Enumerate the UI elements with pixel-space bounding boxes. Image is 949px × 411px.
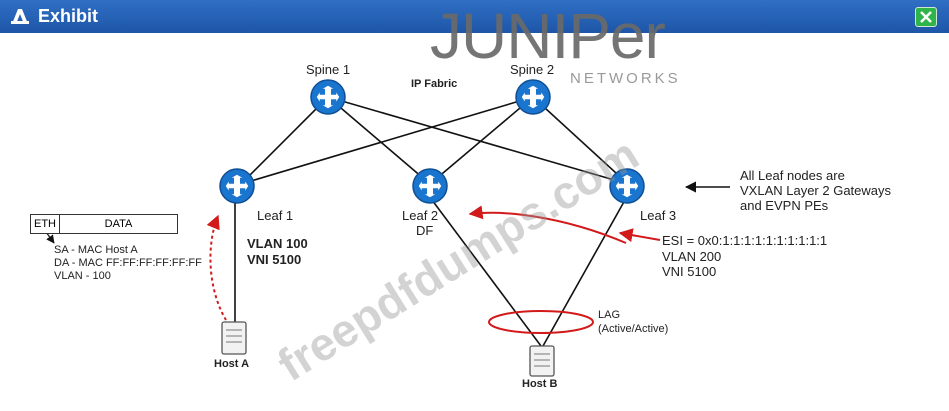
- link-spine1-leaf3: [327, 96, 629, 185]
- link-spine2-leaf2: [429, 96, 534, 185]
- gateway-note-line1: All Leaf nodes are: [740, 168, 845, 183]
- window-title: Exhibit: [38, 6, 99, 26]
- frame-sa-line: SA - MAC Host A: [54, 244, 138, 256]
- gateway-note-line3: and EVPN PEs: [740, 198, 829, 213]
- esi-vlan-label: VLAN 200: [662, 249, 722, 264]
- lag-mode-label: (Active/Active): [598, 323, 669, 335]
- exhibit-icon: [11, 9, 29, 24]
- title-bar: Exhibit: [0, 0, 949, 33]
- spine1-router-icon: [310, 79, 346, 115]
- leaf1-vni-label: VNI 5100: [247, 252, 302, 267]
- lag-ellipse: [488, 310, 594, 334]
- juniper-watermark-logo: JUNIPer: [430, 0, 666, 72]
- frame-da-line: DA - MAC FF:FF:FF:FF:FF:FF: [54, 257, 202, 269]
- link-spine1-leaf1: [240, 96, 329, 185]
- spine2-label: Spine 2: [510, 62, 555, 77]
- lag-label: LAG: [598, 309, 621, 321]
- leaf1-vlan-label: VLAN 100: [247, 236, 308, 251]
- link-leaf3-hostB: [542, 199, 626, 347]
- leaf3-label: Leaf 3: [640, 208, 677, 223]
- host-b-server-icon: [529, 345, 555, 377]
- close-icon: [920, 11, 932, 23]
- esi-red-curve: [468, 205, 627, 244]
- spine2-router-icon: [515, 79, 551, 115]
- esi-red-pointer: [618, 228, 661, 243]
- frame-vlan-line: VLAN - 100: [54, 270, 111, 282]
- esi-label: ESI = 0x0:1:1:1:1:1:1:1:1:1:1: [662, 233, 828, 248]
- gateway-note-line2: VXLAN Layer 2 Gateways: [740, 183, 892, 198]
- host-b-label: Host B: [522, 378, 558, 390]
- leaf2-router-icon: [412, 168, 448, 204]
- frame-data-cell: DATA: [104, 218, 133, 230]
- fabric-links: [234, 96, 629, 347]
- leaf2-label: Leaf 2: [402, 208, 439, 223]
- bum-traffic-arrow: [206, 214, 227, 321]
- esi-vni-label: VNI 5100: [662, 264, 717, 279]
- link-spine2-leaf3: [532, 96, 629, 185]
- link-spine2-leaf1: [240, 96, 534, 185]
- spine1-label: Spine 1: [306, 62, 351, 77]
- topology-diagram: [45, 79, 730, 377]
- link-leaf2-hostB: [431, 199, 542, 347]
- networks-watermark: NETWORKS: [570, 70, 681, 87]
- host-a-label: Host A: [214, 358, 250, 370]
- ip-fabric-label: IP Fabric: [411, 78, 458, 90]
- df-label: DF: [416, 223, 434, 238]
- leaf1-label: Leaf 1: [257, 208, 294, 223]
- host-a-server-icon: [221, 321, 247, 355]
- ethernet-frame: ETH DATA: [30, 214, 178, 234]
- close-button[interactable]: [915, 7, 937, 27]
- frame-eth-cell: ETH: [31, 215, 60, 233]
- leaf1-router-icon: [219, 168, 255, 204]
- link-spine1-leaf2: [327, 96, 431, 185]
